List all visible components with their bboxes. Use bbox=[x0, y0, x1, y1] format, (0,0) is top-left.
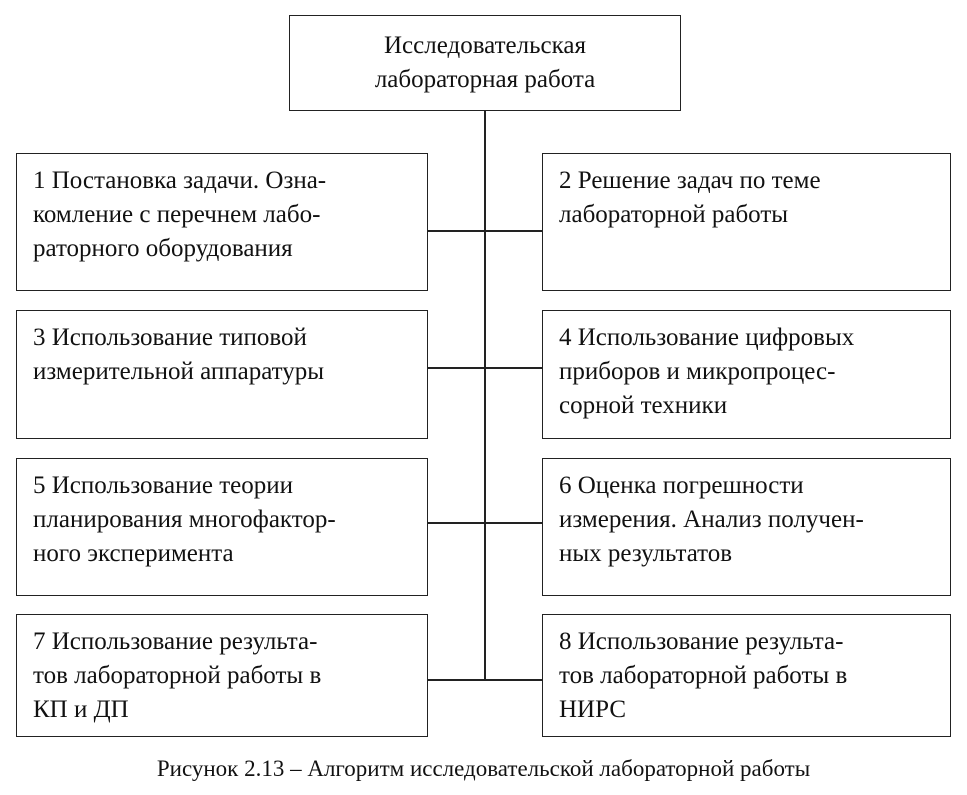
step-line: 3 Использование типовой bbox=[33, 324, 307, 351]
figure-caption: Рисунок 2.13 – Алгоритм исследовательско… bbox=[156, 756, 811, 781]
horizontal-connector-row-4 bbox=[428, 679, 542, 681]
step-line: планирования многофактор- bbox=[33, 506, 336, 533]
step-line: 1 Постановка задачи. Озна- bbox=[33, 167, 327, 194]
step-line: КП и ДП bbox=[33, 696, 129, 723]
step-node-7: 7 Использование результа- тов лабораторн… bbox=[16, 614, 428, 737]
horizontal-connector-row-3 bbox=[428, 522, 542, 524]
step-line: раторного оборудования bbox=[33, 235, 293, 262]
horizontal-connector-row-1 bbox=[428, 230, 542, 232]
step-line: НИРС bbox=[559, 696, 626, 723]
step-line: 8 Использование результа- bbox=[559, 628, 844, 655]
step-line: сорной техники bbox=[559, 392, 728, 419]
step-line: 7 Использование результа- bbox=[33, 628, 318, 655]
step-line: лабораторной работы bbox=[559, 201, 789, 228]
step-node-3: 3 Использование типовой измерительной ап… bbox=[16, 310, 428, 439]
step-node-2: 2 Решение задач по теме лабораторной раб… bbox=[542, 153, 951, 291]
horizontal-connector-row-2 bbox=[428, 367, 542, 369]
step-line: приборов и микропроцес- bbox=[559, 358, 836, 385]
step-line: ного эксперимента bbox=[33, 540, 234, 567]
root-node-line: лабораторная работа bbox=[374, 66, 596, 93]
step-line: измерения. Анализ получен- bbox=[559, 506, 864, 533]
step-line: измерительной аппаратуры bbox=[33, 358, 325, 385]
step-node-6: 6 Оценка погрешности измерения. Анализ п… bbox=[542, 458, 951, 596]
root-node-line: Исследовательская bbox=[384, 32, 586, 59]
root-node: Исследовательская лабораторная работа bbox=[289, 15, 681, 111]
step-line: тов лабораторной работы в bbox=[559, 662, 848, 689]
step-line: комление с перечнем лабо- bbox=[33, 201, 321, 228]
step-node-1: 1 Постановка задачи. Озна- комление с пе… bbox=[16, 153, 428, 291]
vertical-connector bbox=[484, 111, 486, 680]
step-line: 6 Оценка погрешности bbox=[559, 472, 804, 499]
step-node-5: 5 Использование теории планирования мног… bbox=[16, 458, 428, 596]
step-line: ных результатов bbox=[559, 540, 733, 567]
step-line: 4 Использование цифровых bbox=[559, 324, 855, 351]
step-node-8: 8 Использование результа- тов лабораторн… bbox=[542, 614, 951, 737]
step-node-4: 4 Использование цифровых приборов и микр… bbox=[542, 310, 951, 439]
step-line: 5 Использование теории bbox=[33, 472, 294, 499]
step-line: 2 Решение задач по теме bbox=[559, 167, 821, 194]
step-line: тов лабораторной работы в bbox=[33, 662, 322, 689]
